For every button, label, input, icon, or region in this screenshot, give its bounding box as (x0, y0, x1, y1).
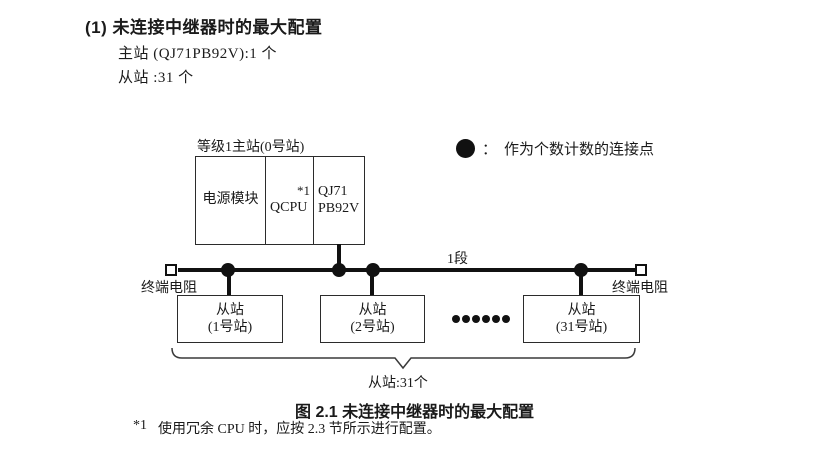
slave2-line1: 从站 (358, 302, 387, 318)
master-station-box: 电源模块 *1 QCPU QJ71 PB92V (195, 156, 365, 245)
master-station-label: 等级1主站(0号站) (197, 140, 305, 155)
terminator-right-icon (635, 264, 647, 276)
qcpu-cell: *1 QCPU (266, 157, 314, 244)
slave-count-line: 从站 :31 个 (118, 70, 194, 86)
footnote: *1 使用冗余 CPU 时，应按 2.3 节所示进行配置。 (133, 418, 441, 438)
legend-text: 作为个数计数的连接点 (504, 142, 655, 158)
terminator-left-label: 终端电阻 (141, 281, 197, 296)
qcpu-label: QCPU (270, 200, 308, 216)
brace-bracket (171, 347, 636, 370)
pb92v-line2: PB92V (318, 200, 360, 216)
slave1-line1: 从站 (216, 302, 244, 318)
slave1-line2: (1号站) (207, 320, 253, 335)
connection-point-icon (221, 263, 235, 277)
terminator-left-icon (165, 264, 177, 276)
qj71pb92v-cell: QJ71 PB92V (314, 157, 364, 244)
slave31-line2: (31号站) (555, 320, 608, 335)
slave-station-31-box: 从站 (31号站) (523, 295, 640, 343)
connection-point-icon (366, 263, 380, 277)
terminator-right-label: 终端电阻 (612, 281, 668, 296)
slave31-line1: 从站 (567, 302, 596, 318)
master-count-line: 主站 (QJ71PB92V):1 个 (118, 46, 278, 62)
footnote-ref-marker: *1 (297, 183, 310, 199)
legend-colon: ： (482, 142, 498, 158)
segment-label: 1段 (447, 252, 468, 267)
slave2-line2: (2号站) (350, 320, 395, 335)
legend: ： 作为个数计数的连接点 (456, 138, 654, 159)
connection-point-icon (332, 263, 346, 277)
slave2-drop-line (370, 270, 374, 296)
footnote-text: 使用冗余 CPU 时，应按 2.3 节所示进行配置。 (158, 422, 441, 437)
figure-caption: 图 2.1 未连接中继器时的最大配置 (295, 404, 535, 421)
ellipsis-dots-icon (452, 315, 510, 323)
footnote-marker: *1 (133, 418, 147, 433)
connection-point-dot-icon (456, 139, 475, 158)
pb92v-line1: QJ71 (318, 184, 348, 200)
bus-line (178, 268, 635, 272)
slave31-drop-line (579, 270, 583, 296)
slave-station-1-box: 从站 (1号站) (177, 295, 283, 343)
connection-point-icon (574, 263, 588, 277)
section-heading: (1) 未连接中继器时的最大配置 (85, 18, 323, 37)
slave-total-label: 从站:31个 (368, 376, 428, 391)
master-drop-line (337, 244, 341, 270)
slave1-drop-line (227, 270, 231, 296)
power-module-cell: 电源模块 (196, 157, 266, 244)
slave-station-2-box: 从站 (2号站) (320, 295, 425, 343)
